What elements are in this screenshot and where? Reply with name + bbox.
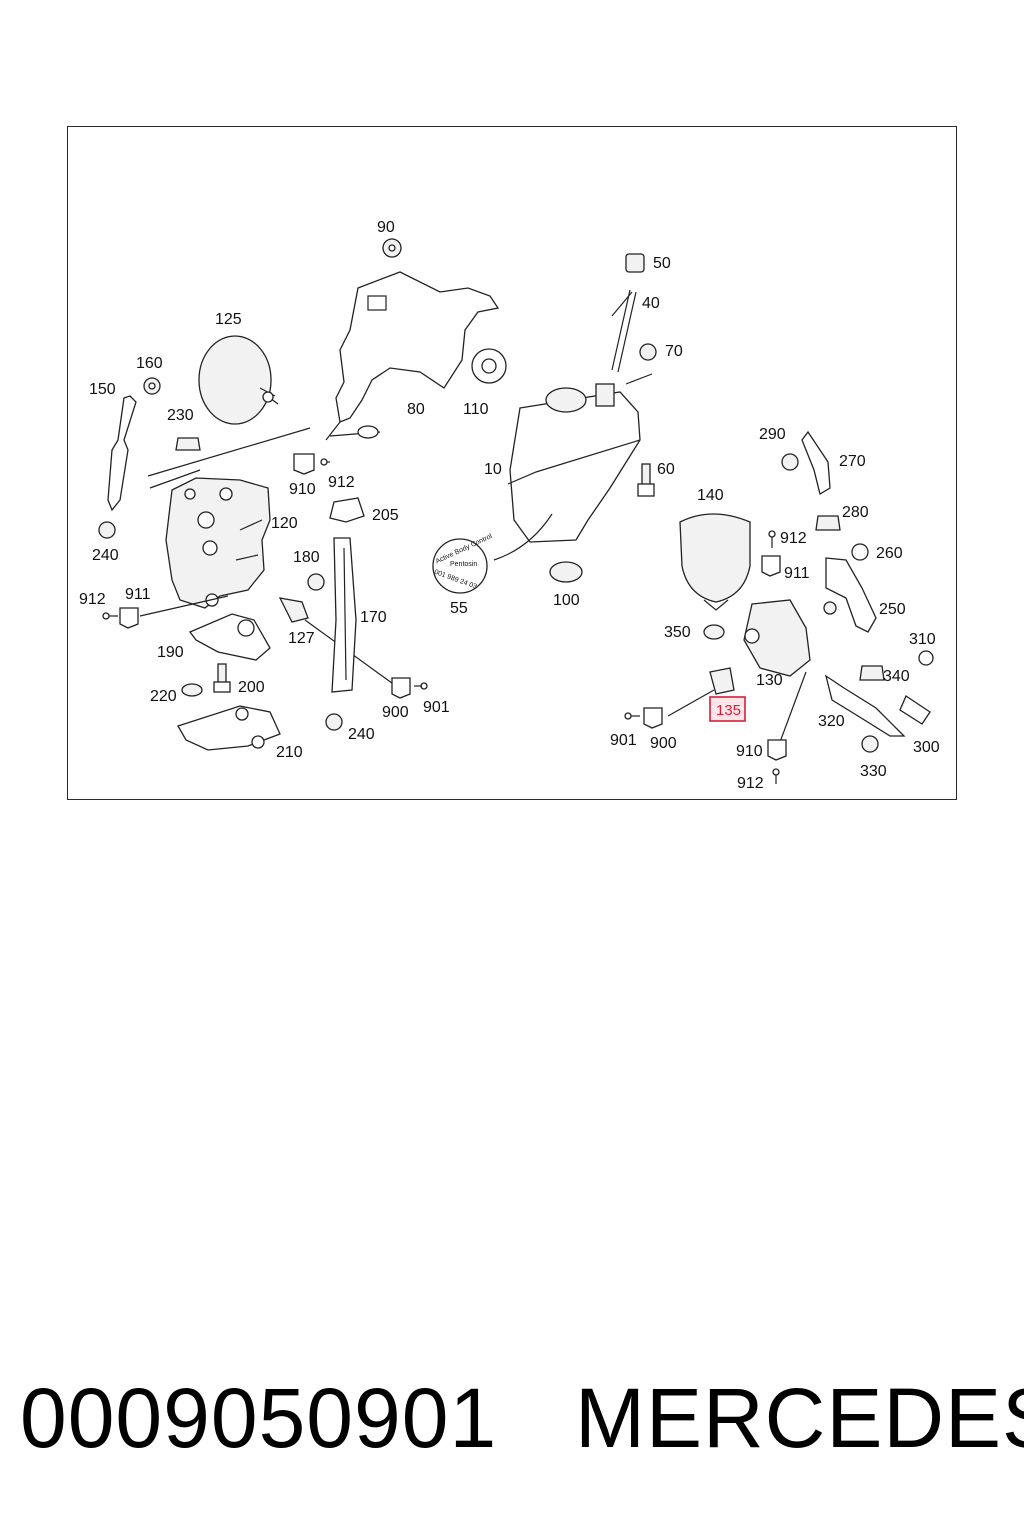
callout-label: 290: [759, 426, 786, 443]
callout-label: 170: [360, 609, 387, 626]
callout-label: 125: [215, 311, 242, 328]
callout-label: 240: [348, 726, 375, 743]
callout-label: 250: [879, 601, 906, 618]
callout-label: 100: [553, 592, 580, 609]
callout-label: 160: [136, 355, 163, 372]
callout-label: 40: [642, 295, 660, 312]
callout-label: 140: [697, 487, 724, 504]
callout-label: 10: [484, 461, 502, 478]
callout-labels: 90 50 40 70 125 160 150 80 110 230 290 2…: [79, 219, 940, 792]
callout-label: 230: [167, 407, 194, 424]
callout-label: 60: [657, 461, 675, 478]
callout-label: 270: [839, 453, 866, 470]
part-number: 0009050901: [20, 1371, 498, 1465]
callout-label: 912: [79, 591, 106, 608]
diagram-frame: [67, 126, 957, 800]
callout-label: 50: [653, 255, 671, 272]
highlight-box: [709, 696, 746, 722]
callout-label: 912: [737, 775, 764, 792]
callout-label: 912: [328, 474, 355, 491]
callout-label: 55: [450, 600, 468, 617]
callout-label: 200: [238, 679, 265, 696]
badge-line2: Pentosin: [450, 561, 477, 568]
callout-label: 340: [883, 668, 910, 685]
callout-label: 120: [271, 515, 298, 532]
callout-label: 310: [909, 631, 936, 648]
callout-label: 180: [293, 549, 320, 566]
callout-label: 110: [463, 401, 489, 418]
callout-label: 911: [784, 565, 810, 582]
callout-label: 190: [157, 644, 184, 661]
brand-name: MERCEDES: [575, 1371, 1024, 1465]
part-drawings: [98, 238, 934, 784]
callout-label: 330: [860, 763, 887, 780]
callout-label: 220: [150, 688, 177, 705]
callout-label: 901: [423, 699, 450, 716]
highlighted-callout[interactable]: 135: [709, 696, 746, 722]
callout-label: 280: [842, 504, 869, 521]
callout-label: 900: [382, 704, 409, 721]
callout-label: 901: [610, 732, 637, 749]
callout-label: 240: [92, 547, 119, 564]
callout-label: 910: [736, 743, 763, 760]
callout-label: 127: [288, 630, 315, 647]
callout-label: 130: [756, 672, 783, 689]
callout-label: 350: [664, 624, 691, 641]
callout-label: 911: [125, 586, 151, 603]
callout-label: 910: [289, 481, 316, 498]
callout-label: 912: [780, 530, 807, 547]
highlight-label: 135: [716, 702, 741, 719]
callout-label: 150: [89, 381, 116, 398]
footer: 0009050901 MERCEDES: [0, 1368, 1024, 1468]
callout-label: 210: [276, 744, 303, 761]
callout-label: 90: [377, 219, 395, 236]
callout-label: 205: [372, 507, 399, 524]
callout-label: 70: [665, 343, 683, 360]
callout-label: 260: [876, 545, 903, 562]
callout-label: 300: [913, 739, 940, 756]
callout-label: 900: [650, 735, 677, 752]
callout-label: 320: [818, 713, 845, 730]
callout-label: 80: [407, 401, 425, 418]
